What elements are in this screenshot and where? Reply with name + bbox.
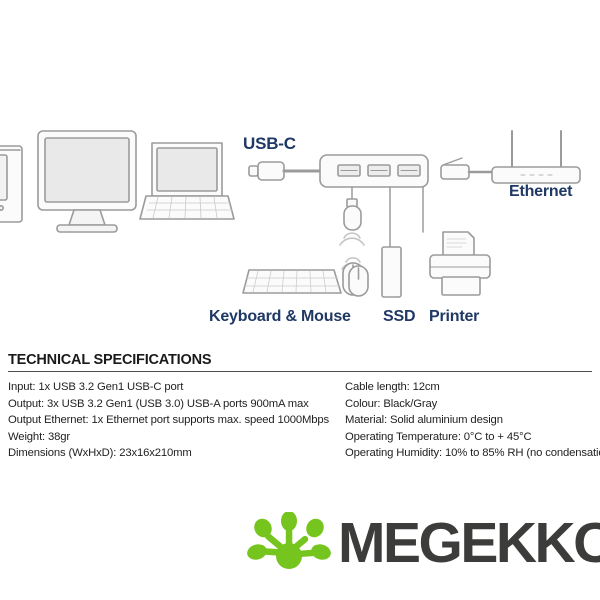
ssd-icon: [381, 246, 402, 298]
specs-title: TECHNICAL SPECIFICATIONS: [8, 352, 212, 368]
diagram-illustration: [0, 130, 581, 298]
spec-item: Output Ethernet: 1x Ethernet port suppor…: [8, 414, 330, 427]
laptop-icon: [139, 142, 235, 220]
printer-icon: [429, 231, 491, 296]
mouse-icon: [348, 265, 369, 297]
technical-specifications-section: TECHNICAL SPECIFICATIONS Input: 1x USB 3…: [8, 352, 600, 462]
spec-item: Operating Temperature: 0°C to + 45°C: [345, 430, 532, 443]
spec-item: Operating Humidity: 10% to 85% RH (no co…: [345, 447, 600, 460]
specs-left-column: Input: 1x USB 3.2 Gen1 USB-C port Output…: [8, 379, 345, 462]
usb-hub-icon: [319, 154, 429, 188]
spec-item: Weight: 38gr: [8, 430, 71, 443]
wireless-signal-icon: [339, 232, 365, 246]
ethernet-plug-icon: [440, 157, 494, 180]
spec-item: Cable length: 12cm: [345, 381, 440, 393]
monitor-icon: [37, 130, 137, 233]
specs-right-column: Cable length: 12cm Colour: Black/Gray Ma…: [345, 379, 600, 462]
specs-divider: [8, 371, 592, 372]
megekko-wordmark: MEGEKKO: [338, 510, 600, 575]
pc-tower-icon: [0, 145, 23, 223]
spec-item: Dimensions (WxHxD): 23x16x210mm: [8, 447, 192, 460]
wifi-router-icon: [491, 130, 581, 184]
gecko-foot-icon: [247, 512, 331, 569]
diagram-label-usbc: USB-C: [243, 134, 296, 153]
diagram-label-ethernet: Ethernet: [509, 183, 573, 200]
spec-item: Input: 1x USB 3.2 Gen1 USB-C port: [8, 381, 184, 393]
connectivity-diagram: USB-C Ethernet Keyboard & Mouse SSD Prin…: [0, 130, 581, 325]
megekko-logo: MEGEKKO: [246, 512, 600, 574]
diagram-label-printer: Printer: [429, 308, 480, 325]
hub-connection-lines: [351, 186, 424, 248]
spec-item: Output: 3x USB 3.2 Gen1 (USB 3.0) USB-A …: [8, 397, 309, 410]
spec-item: Material: Solid aluminium design: [345, 414, 503, 427]
diagram-label-keyboard-mouse: Keyboard & Mouse: [209, 308, 351, 325]
keyboard-icon: [242, 269, 342, 294]
spec-item: Colour: Black/Gray: [345, 397, 438, 410]
usb-dongle-icon: [343, 198, 362, 231]
diagram-label-ssd: SSD: [383, 308, 416, 325]
usb-c-connector-icon: [248, 161, 324, 181]
